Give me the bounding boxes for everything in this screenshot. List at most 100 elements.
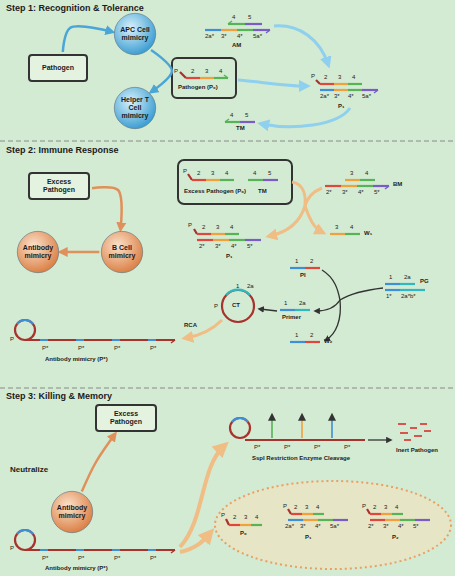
product-ellipse	[385, 519, 400, 521]
domain-label: 4	[219, 68, 222, 74]
domain-label: P*	[344, 444, 350, 450]
p1-duplex	[194, 229, 197, 234]
reaction-arrow	[270, 206, 305, 236]
node-label: Pathogen	[32, 64, 84, 72]
domain-label: 4	[230, 112, 233, 118]
domain-label: 4*	[398, 523, 404, 529]
reaction-arrow	[238, 26, 350, 127]
reaction-arrow	[316, 300, 340, 311]
p1-duplex	[194, 229, 261, 240]
domain-label: P*	[114, 345, 120, 351]
domain-label: 3	[205, 68, 208, 74]
domain-label: P*	[314, 444, 320, 450]
cell-circle: Helper T Cell mimicry	[113, 86, 157, 130]
inert-fragments	[398, 424, 431, 440]
waste-strand	[330, 233, 345, 235]
molecule-name: BM	[393, 181, 402, 187]
product-ellipse	[291, 513, 302, 515]
domain-label: 2*	[199, 243, 205, 249]
molecule-name: P₁	[226, 253, 232, 259]
domain-label: 2a	[299, 300, 306, 306]
p1-duplex	[348, 89, 362, 91]
molecule-name: P₀	[240, 530, 247, 536]
node-label: Excess Pathogen	[32, 178, 86, 194]
waste-strand	[290, 341, 305, 343]
antibody-strand	[25, 339, 175, 341]
product-ellipse	[392, 513, 403, 515]
domain-label: 4*	[237, 33, 243, 39]
molecule-name: Excess Pathogen (P₀)	[184, 188, 246, 194]
flow-arrow	[151, 50, 172, 92]
node-label: Antibody mimicry	[20, 244, 56, 260]
product-ellipse	[370, 513, 381, 515]
molecule-name: Pathogen (P₀)	[178, 84, 218, 90]
product-ellipse	[303, 519, 318, 521]
reaction-arrow	[270, 182, 322, 236]
domain-label: 2	[373, 504, 376, 510]
excess-pathogen-molecule	[178, 160, 292, 204]
pathogen-molecule	[224, 75, 228, 78]
product-ellipse	[318, 519, 333, 521]
bm-complex	[385, 186, 389, 189]
molecule-name: AM	[232, 42, 241, 48]
domain-label: 2a*	[205, 33, 214, 39]
node-label: Helper T Cell mimicry	[117, 96, 153, 120]
product-ellipse	[215, 481, 451, 569]
product-ellipse	[215, 481, 451, 569]
molecule-name: Antibody mimicry (P*)	[45, 565, 108, 571]
domain-label: P	[214, 303, 218, 309]
waste-strand	[305, 267, 320, 269]
domain-label: P*	[254, 444, 260, 450]
excess-pathogen-molecule	[206, 179, 220, 181]
am-complex	[266, 30, 270, 33]
reaction-arrow	[180, 446, 224, 552]
cell-outline	[114, 13, 155, 54]
domain-label: 4	[352, 74, 355, 80]
flow-arrow	[92, 187, 122, 229]
flow-arrow	[61, 251, 100, 254]
domain-label: P*	[78, 345, 84, 351]
p1-duplex	[320, 83, 334, 85]
section-heading: Step 3: Killing & Memory	[6, 392, 112, 401]
domain-label: 1*	[386, 293, 392, 299]
antibody-strand	[25, 549, 175, 551]
domain-label: 1	[389, 274, 392, 280]
molecule-name: Primer	[282, 314, 301, 320]
excess-pathogen-molecule	[263, 179, 278, 181]
p1-duplex	[362, 89, 378, 91]
am-complex	[205, 29, 221, 31]
section-divider	[0, 140, 455, 141]
antibody-strand	[171, 550, 175, 553]
am-complex	[221, 29, 237, 31]
waste-strand	[400, 289, 425, 291]
antibody-strand	[15, 320, 175, 343]
reaction-arrow	[322, 270, 340, 300]
antibody-strand	[15, 530, 175, 553]
excess-pathogen-molecule	[178, 160, 292, 204]
domain-label: 3*	[221, 33, 227, 39]
cell-circle: Antibody mimicry	[50, 490, 94, 534]
pathogen-box: Excess Pathogen	[95, 404, 157, 432]
p1-duplex	[316, 80, 378, 93]
domain-label: P	[221, 512, 225, 518]
product-ellipse	[288, 509, 291, 514]
domain-label: 4	[232, 14, 235, 20]
action-label: Neutralize	[10, 466, 48, 474]
p1-duplex	[197, 233, 211, 235]
domain-label: 5*	[413, 523, 419, 529]
molecule-name: P₂	[392, 534, 399, 540]
pathogen-molecule	[186, 77, 200, 79]
cell-outline	[17, 231, 58, 272]
p1-duplex	[320, 89, 334, 91]
domain-label: 3*	[334, 93, 340, 99]
am-complex	[228, 21, 232, 24]
domain-label: 2*	[368, 523, 374, 529]
bm-complex	[325, 185, 341, 187]
product-ellipse	[226, 519, 229, 525]
waste-strand	[280, 309, 295, 311]
cleavage-strand	[245, 439, 365, 441]
domain-label: 3	[384, 504, 387, 510]
domain-label: P	[283, 503, 287, 509]
